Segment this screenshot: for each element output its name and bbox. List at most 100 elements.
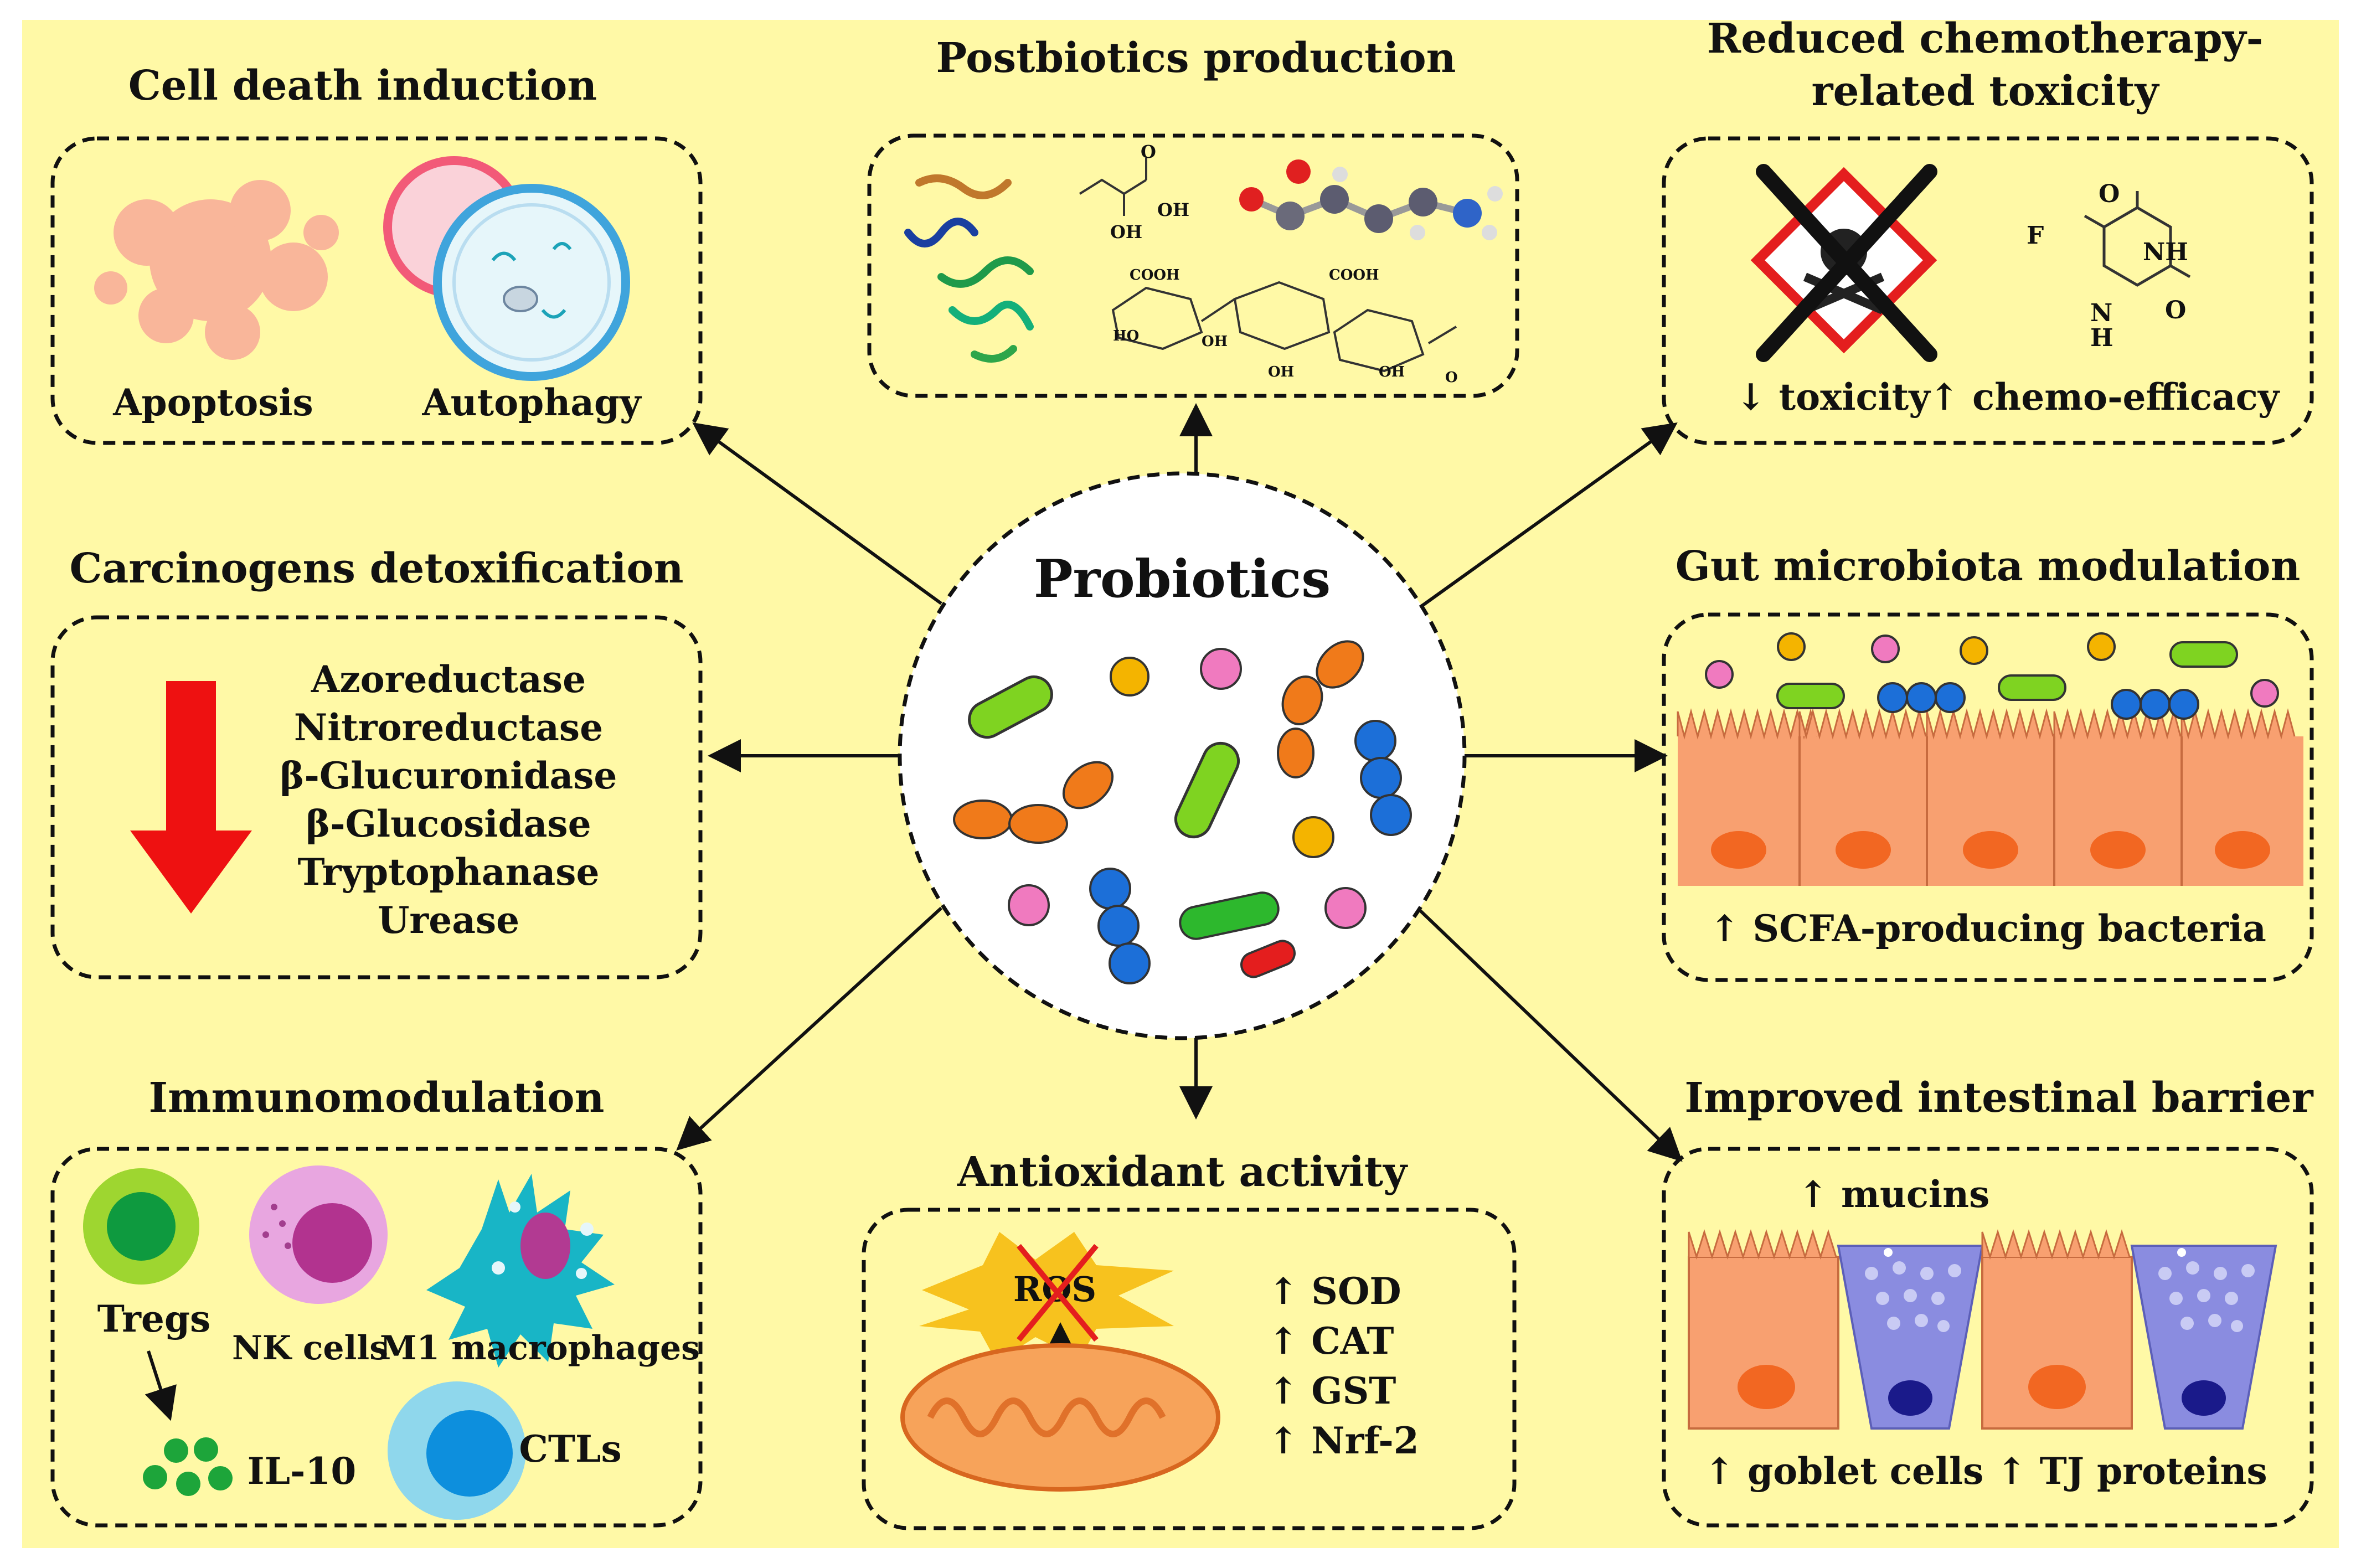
enzyme-glucuronidase: β-Glucuronidase — [280, 754, 617, 797]
sod-label: ↑ SOD — [1268, 1270, 1401, 1313]
mitochondrion-icon — [900, 1343, 1220, 1492]
enterocyte-icon — [1688, 1229, 1839, 1430]
il10-label: IL-10 — [248, 1450, 357, 1493]
mucins-label: ↑ mucins — [1798, 1173, 1990, 1216]
enzyme-nitroreductase: Nitroreductase — [294, 706, 603, 749]
antioxidant-box — [862, 1208, 1517, 1530]
tregs-label: Tregs — [97, 1297, 210, 1340]
bacteria-rod-icon — [1240, 940, 1296, 978]
ctls-label: CTLs — [519, 1427, 621, 1471]
antioxidant-title: Antioxidant activity — [957, 1148, 1408, 1196]
arrow-to-cell-death — [692, 422, 942, 605]
scfa-label: ↑ SCFA-producing bacteria — [1709, 907, 2266, 950]
enzyme-glucosidase: β-Glucosidase — [306, 802, 591, 845]
enzyme-urease: Urease — [378, 899, 519, 942]
lactic-acid-icon — [1079, 158, 1147, 216]
chemo-title-line2: related toxicity — [1811, 68, 2159, 115]
enterocyte-icon — [1981, 1229, 2133, 1430]
section-barrier: Improved intestinal barrier ↑ mucins — [1662, 1074, 2314, 1528]
gut-title: Gut microbiota modulation — [1676, 543, 2301, 590]
gut-bacteria-icon — [1705, 632, 2279, 720]
postbiotics-box — [867, 133, 1519, 398]
enzyme-azoreductase: Azoreductase — [311, 658, 586, 701]
enzyme-tryptophanase: Tryptophanase — [298, 850, 600, 894]
chem-label: OH — [1202, 333, 1228, 350]
detox-title: Carcinogens detoxification — [69, 545, 683, 592]
polysaccharide-icon — [1111, 281, 1457, 373]
section-postbiotics: Postbiotics production OH OH O — [867, 34, 1519, 398]
ros-star-icon — [919, 1232, 1174, 1362]
treg-to-il10-arrow — [145, 1350, 177, 1421]
arrow-to-chemo — [1416, 422, 1678, 611]
chem-label: OH — [1110, 221, 1142, 243]
chem-label: O — [1141, 141, 1156, 162]
toxicity-label: ↓ toxicity — [1735, 375, 1931, 419]
chemo-box — [1662, 136, 2314, 445]
section-chemo: Reduced chemotherapy- related toxicity F… — [1662, 15, 2314, 445]
immuno-box — [50, 1147, 703, 1528]
protein-structure-icon — [904, 174, 1034, 363]
chem-label: F — [2027, 221, 2044, 250]
bacteria-chain-icon — [1277, 640, 1364, 778]
gut-box — [1662, 612, 2314, 982]
chem-label: H — [2090, 324, 2113, 352]
probiotics-title: Probiotics — [1034, 549, 1331, 610]
arrows — [676, 403, 1683, 1162]
cell-death-box — [50, 136, 703, 445]
gst-label: ↑ GST — [1268, 1369, 1396, 1412]
nk-cells-label: NK cells — [232, 1329, 388, 1368]
autophagy-label: Autophagy — [421, 381, 642, 424]
ros-cross-icon — [1017, 1244, 1099, 1342]
arrow-to-immuno — [676, 906, 943, 1151]
chem-label: COOH — [1130, 267, 1180, 283]
goblet-cell-icon — [2130, 1245, 2277, 1430]
postbiotics-title: Postbiotics production — [936, 34, 1456, 82]
toxic-hazard-icon — [1750, 164, 1937, 362]
goblet-cells-label: ↑ goblet cells — [1704, 1450, 1984, 1493]
gaba-molecule-icon — [1239, 159, 1503, 240]
detox-box — [50, 615, 703, 979]
section-gut: Gut microbiota modulation — [1662, 543, 2314, 982]
bacteria-rod-icon — [1174, 741, 1240, 839]
chem-label: O — [1445, 369, 1458, 386]
bacteria-chain-icon — [953, 761, 1114, 844]
section-detox: Carcinogens detoxification Azoreductase … — [50, 545, 703, 979]
bacteria-rod-icon — [1179, 891, 1280, 940]
m1-macrophages-label: M1 macrophages — [380, 1329, 700, 1368]
chem-label: OH — [1157, 199, 1189, 220]
tj-proteins-label: ↑ TJ proteins — [1996, 1450, 2267, 1493]
decrease-arrow-icon — [130, 681, 252, 914]
cat-label: ↑ CAT — [1268, 1319, 1394, 1363]
chem-label: OH — [1379, 364, 1405, 380]
chem-label: HO — [1113, 328, 1139, 344]
apoptosis-label: Apoptosis — [112, 381, 313, 424]
ctl-cell-icon — [388, 1381, 526, 1520]
probiotics-center: Probiotics — [898, 471, 1467, 1040]
chemo-efficacy-label: ↑ chemo-efficacy — [1929, 375, 2280, 419]
5-fluorouracil-icon — [2084, 191, 2191, 287]
m1-macrophage-icon — [426, 1174, 615, 1368]
nk-cell-icon — [249, 1165, 388, 1304]
goblet-cell-icon — [1837, 1245, 1984, 1430]
epithelium-icon — [1677, 708, 2303, 886]
chemo-title-line1: Reduced chemotherapy- — [1707, 15, 2264, 63]
arrow-to-barrier — [1416, 906, 1683, 1162]
nrf2-label: ↑ Nrf-2 — [1268, 1419, 1419, 1462]
section-antioxidant: Antioxidant activity ROS ↑ SOD ↑ CAT ↑ G… — [862, 1148, 1517, 1530]
chem-label: COOH — [1329, 267, 1379, 283]
treg-cell-icon — [83, 1168, 199, 1285]
cocci-icon — [1008, 648, 1412, 984]
chem-label: NH — [2143, 238, 2188, 266]
section-immuno: Immunomodulation Tregs IL-10 NK cells M1… — [50, 1074, 703, 1528]
barrier-title: Improved intestinal barrier — [1684, 1074, 2313, 1122]
immuno-title: Immunomodulation — [149, 1074, 605, 1122]
chem-label: OH — [1268, 364, 1294, 380]
section-cell-death: Cell death induction Apoptosis Autophagy — [50, 62, 703, 445]
apoptosis-icon — [94, 180, 339, 360]
chem-label: O — [2099, 180, 2120, 208]
il10-icon — [143, 1437, 233, 1496]
autophagy-icon — [383, 156, 630, 381]
chem-label: N — [2090, 299, 2112, 327]
